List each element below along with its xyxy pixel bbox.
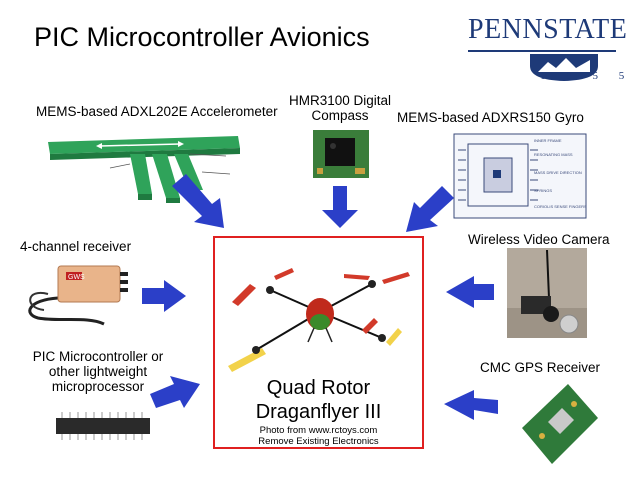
gyro-label-2: MASS DRIVE DIRECTION [534,170,582,175]
center-title-line1: Quad Rotor [266,377,371,399]
receiver-image: GWS [28,265,128,326]
label-camera: Wireless Video Camera [468,232,610,247]
arrow-gyro [406,186,454,232]
gyro-label-0: INNER FRAME [534,138,562,143]
label-pic: PIC Microcontroller or other lightweight… [20,349,176,394]
shield-icon [530,54,598,81]
arrow-receiver [142,280,186,312]
gps-board-image [522,384,598,464]
pic-chip-image [56,412,150,440]
arrow-camera [446,276,494,308]
penn-state-logo: PENNSTATE 1 8 5 5 [462,8,627,86]
camera-image [507,248,587,338]
gyro-label-3: SPRINGS [534,188,552,193]
label-compass-line1: HMR3100 Digital [288,93,392,108]
center-credit-line2: Remove Existing Electronics [258,436,379,447]
arrow-accelerometer [172,174,224,228]
label-gyro: MEMS-based ADXRS150 Gyro [397,110,584,125]
label-compass-line2: Compass [311,108,369,123]
label-compass: HMR3100 Digital Compass [283,93,397,123]
label-pic-line3: microprocessor [51,379,145,394]
arrow-pic [150,376,200,408]
label-accelerometer: MEMS-based ADXL202E Accelerometer [36,104,278,119]
logo-state: STATE [543,14,628,45]
gyro-label-4: CORIOLIS SENSE FINGERS [534,204,587,209]
logo-year: 1 8 5 5 [540,70,634,82]
receiver-brand: GWS [68,274,85,281]
arrow-gps [444,390,498,420]
center-box [213,236,424,449]
logo-penn: PENN [468,14,544,45]
label-gps: CMC GPS Receiver [480,360,601,375]
quadrotor-image [228,268,410,372]
page-title: PIC Microcontroller Avionics [34,22,370,52]
gyro-label-1: RESONATING MASS [534,152,573,157]
accelerometer-image [48,136,240,203]
center-title-line2: Draganflyer III [255,401,382,423]
center-credit-line1: Photo from www.rctoys.com [259,425,378,436]
arrow-compass [322,186,358,228]
label-pic-line1: PIC Microcontroller or [32,349,164,364]
label-receiver: 4-channel receiver [20,239,132,254]
gyro-diagram: INNER FRAME RESONATING MASS MASS DRIVE D… [453,133,587,219]
label-pic-line2: other lightweight [48,364,148,379]
compass-board-image [313,130,369,178]
